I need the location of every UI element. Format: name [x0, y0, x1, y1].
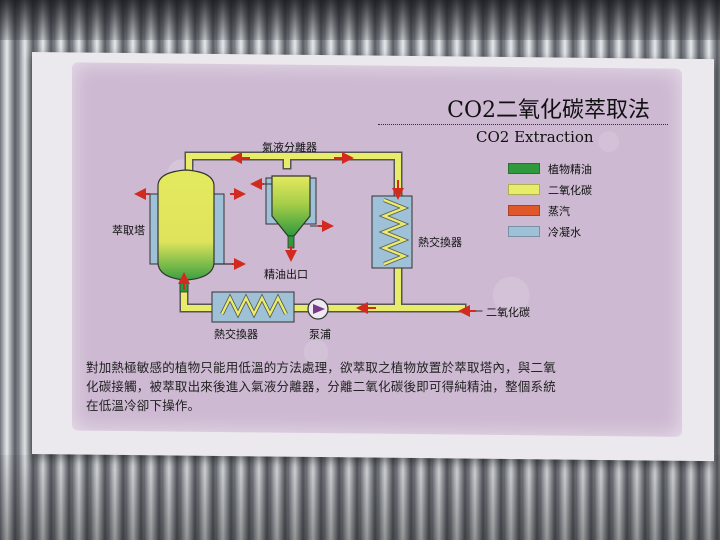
label-pump: 泵浦 [309, 326, 331, 342]
description: 對加熱極敏感的植物只能用低溫的方法處理，欲萃取之植物放置於萃取塔內，與二氧 化碳… [86, 358, 696, 415]
description-line-3: 在低溫冷卻下操作。 [86, 396, 696, 415]
label-gas-liquid-separator: 氣液分離器 [262, 139, 317, 155]
pump [308, 299, 328, 319]
label-co2-input: 二氧化碳 [486, 304, 530, 320]
heat-exchanger-right-unit [372, 196, 412, 268]
label-extraction-tower: 萃取塔 [112, 222, 145, 238]
description-line-1: 對加熱極敏感的植物只能用低溫的方法處理，欲萃取之植物放置於萃取塔內，與二氧 [86, 358, 696, 377]
extraction-tower [150, 170, 232, 292]
description-line-2: 化碳接觸，被萃取出來後進入氣液分離器，分離二氧化碳後即可得純精油，整個系統 [86, 377, 696, 396]
heat-exchanger-bottom-unit [212, 292, 294, 322]
gas-liquid-separator [262, 176, 326, 248]
label-oil-outlet: 精油出口 [264, 266, 308, 282]
label-heat-exchanger-bottom: 熱交換器 [214, 326, 258, 342]
label-heat-exchanger-right: 熱交換器 [418, 234, 462, 250]
